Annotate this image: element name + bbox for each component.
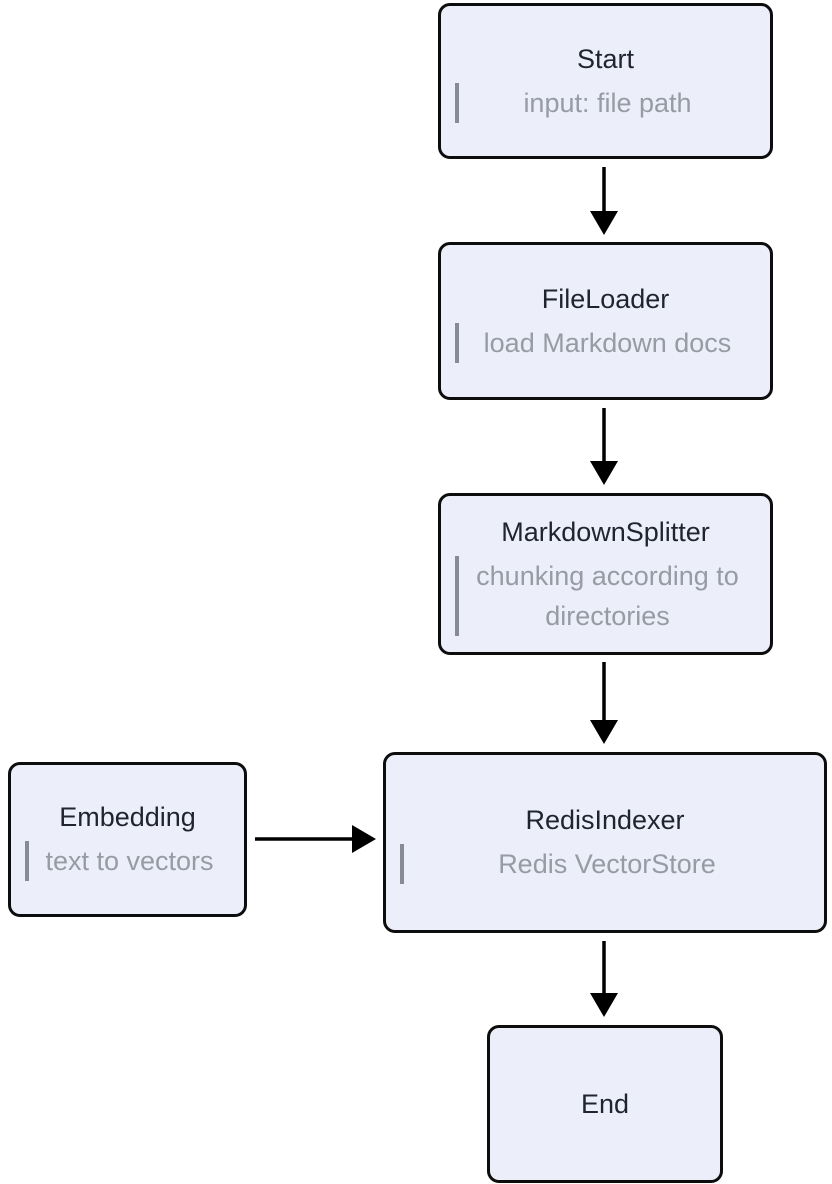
node-title: MarkdownSplitter	[501, 516, 710, 547]
node-subtitle: input: file path	[455, 82, 756, 123]
node-title: Start	[576, 43, 635, 74]
node-title: FileLoader	[541, 283, 670, 314]
node-title: RedisIndexer	[525, 805, 685, 835]
flow-node-embedding: Embedding text to vectors	[8, 762, 247, 917]
node-title: End	[580, 1089, 630, 1119]
flow-node-fileloader: FileLoader load Markdown docs	[438, 242, 773, 400]
node-subtitle: text to vectors	[25, 841, 230, 881]
flow-node-start: Start input: file path	[438, 3, 773, 159]
flow-arrow-markdownsplitter-to-redisindexer	[590, 662, 618, 744]
flow-node-end: End	[487, 1025, 723, 1183]
flow-arrow-fileloader-to-markdownsplitter	[590, 408, 618, 485]
node-title: Embedding	[59, 802, 196, 832]
flow-node-redisindexer: RedisIndexer Redis VectorStore	[383, 752, 827, 933]
node-subtitle: Redis VectorStore	[400, 844, 810, 884]
flow-node-markdownsplitter: MarkdownSplitter chunking according to d…	[438, 493, 773, 655]
flow-arrow-start-to-fileloader	[590, 167, 618, 235]
flow-arrow-redisindexer-to-end	[590, 941, 618, 1017]
node-subtitle: chunking according to directories	[455, 555, 756, 636]
node-subtitle: load Markdown docs	[455, 322, 756, 363]
flow-arrow-embedding-to-redisindexer	[255, 825, 376, 853]
